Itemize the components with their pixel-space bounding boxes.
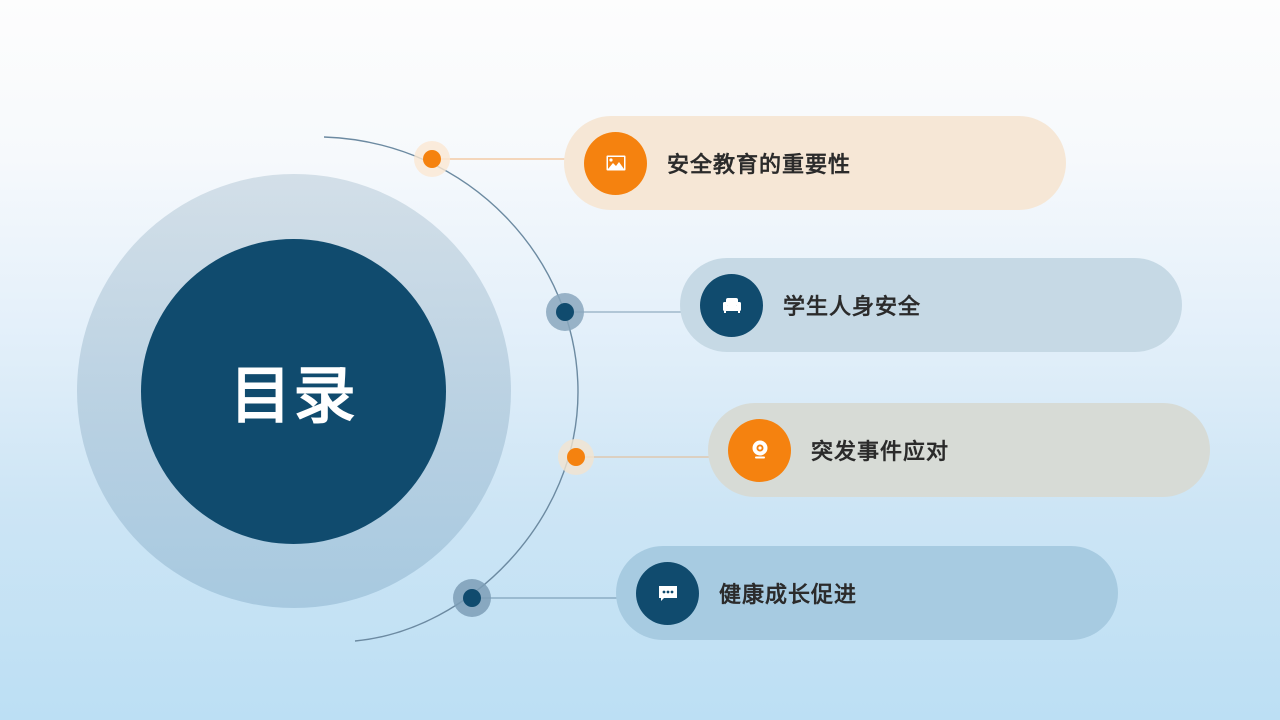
- toc-item-label: 学生人身安全: [783, 295, 922, 320]
- dot-1: [414, 141, 450, 177]
- toc-item-label: 安全教育的重要性: [667, 153, 852, 178]
- dot-4: [453, 579, 491, 617]
- toc-item-label: 突发事件应对: [811, 440, 950, 465]
- sofa-icon: [700, 273, 763, 337]
- chat-bubble-icon: [636, 561, 699, 625]
- title-circle: 目录: [141, 239, 446, 544]
- image-icon: [584, 131, 647, 195]
- dot-3: [558, 439, 594, 475]
- webcam-icon: [728, 418, 791, 482]
- page-title: 目录: [229, 358, 358, 432]
- toc-item-4[interactable]: 健康成长促进: [616, 546, 1118, 640]
- toc-item-3[interactable]: 突发事件应对: [708, 403, 1210, 497]
- dot-2: [546, 293, 584, 331]
- toc-item-label: 健康成长促进: [719, 583, 858, 608]
- toc-item-1[interactable]: 安全教育的重要性: [564, 116, 1066, 210]
- toc-item-2[interactable]: 学生人身安全: [680, 258, 1182, 352]
